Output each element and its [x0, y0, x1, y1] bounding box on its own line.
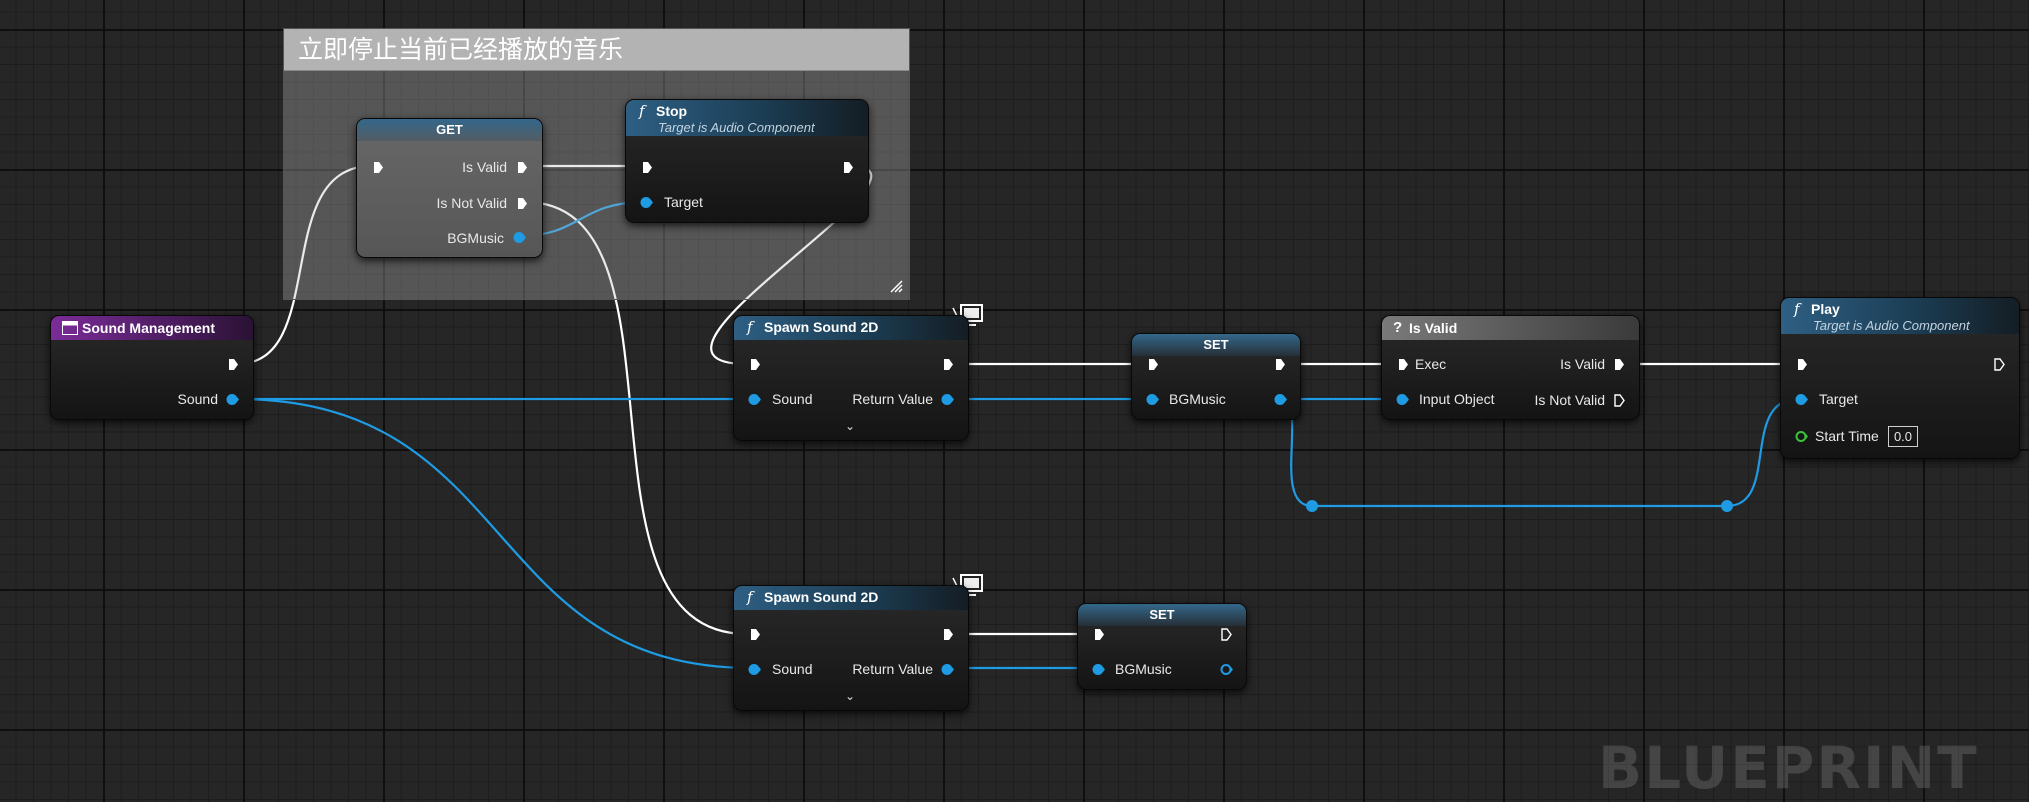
is-valid-node[interactable]: ? Is Valid Exec Is Valid Input Object Is… — [1381, 315, 1640, 420]
return-value-label: Return Value — [852, 661, 933, 677]
sound-management-header: Sound Management — [51, 316, 253, 340]
return-value-output-pin[interactable] — [941, 393, 954, 406]
set1-header: SET — [1132, 334, 1300, 356]
bgmusic-label: BGMusic — [1115, 661, 1172, 677]
sound-management-title: Sound Management — [82, 320, 216, 336]
get-node[interactable]: GET Is Valid Is Not Valid BGMusic — [356, 118, 543, 258]
is-valid-exec-pin[interactable] — [1614, 358, 1625, 371]
variable-icon — [62, 321, 78, 335]
bgmusic-label: BGMusic — [447, 230, 504, 246]
set1-title: SET — [1203, 337, 1229, 352]
exec-input-pin[interactable] — [1797, 358, 1808, 371]
is-not-valid-exec-pin[interactable] — [1614, 394, 1625, 407]
play-node-subtitle: Target is Audio Component — [1813, 318, 1970, 333]
exec-output-pin[interactable] — [943, 358, 954, 371]
is-valid-label: Is Valid — [462, 159, 507, 175]
chevron-down-icon[interactable]: ⌄ — [845, 689, 856, 703]
play-node-header: f Play Target is Audio Component — [1781, 298, 2019, 334]
exec-input-pin[interactable] — [642, 161, 653, 174]
is-not-valid-exec-pin[interactable] — [517, 197, 528, 210]
sound-input-pin[interactable] — [748, 663, 761, 676]
function-icon: f — [747, 588, 753, 606]
sound-input-pin[interactable] — [748, 393, 761, 406]
spawn2-header: f Spawn Sound 2D — [734, 586, 968, 610]
exec-output-pin[interactable] — [1221, 628, 1232, 641]
sound-label: Sound — [177, 391, 218, 407]
reroute-node — [1306, 500, 1318, 512]
stop-node-subtitle: Target is Audio Component — [658, 120, 815, 135]
exec-output-pin[interactable] — [1994, 358, 2005, 371]
exec-output-pin[interactable] — [1275, 358, 1286, 371]
bgmusic-output-pin[interactable] — [1274, 393, 1287, 406]
question-icon: ? — [1393, 319, 1403, 336]
start-time-input-pin[interactable] — [1795, 430, 1808, 443]
start-time-label: Start Time — [1815, 428, 1879, 444]
function-icon: f — [639, 102, 645, 120]
set2-header: SET — [1078, 604, 1246, 626]
exec-wire-soundmgmt-get — [236, 164, 373, 366]
bgmusic-input-pin[interactable] — [1092, 663, 1105, 676]
stop-node-title: Stop — [656, 103, 688, 119]
bgmusic-input-pin[interactable] — [1146, 393, 1159, 406]
exec-label: Exec — [1415, 356, 1447, 372]
input-object-pin[interactable] — [1396, 393, 1409, 406]
resize-grip-icon[interactable] — [889, 279, 903, 293]
exec-output-pin[interactable] — [943, 628, 954, 641]
play-node[interactable]: f Play Target is Audio Component Target … — [1780, 297, 2020, 459]
exec-output-pin[interactable] — [228, 358, 239, 371]
set-node[interactable]: SET BGMusic — [1077, 603, 1247, 690]
bgmusic-output-pin[interactable] — [1220, 663, 1233, 676]
exec-wire-get-spawn2 — [524, 200, 748, 636]
return-value-label: Return Value — [852, 391, 933, 407]
is-valid-title: Is Valid — [1409, 320, 1458, 336]
get-node-title: GET — [436, 122, 463, 137]
spawn1-header: f Spawn Sound 2D — [734, 316, 968, 340]
get-node-header: GET — [357, 119, 542, 141]
exec-wire-stop-spawn1 — [710, 164, 873, 366]
exec-input-pin[interactable] — [1094, 628, 1105, 641]
exec-input-pin[interactable] — [750, 358, 761, 371]
bgmusic-label: BGMusic — [1169, 391, 1226, 407]
target-label: Target — [664, 194, 703, 210]
is-valid-exec-pin[interactable] — [517, 161, 528, 174]
comment-title[interactable]: 立即停止当前已经播放的音乐 — [284, 29, 909, 71]
play-node-title: Play — [1811, 301, 1840, 317]
is-valid-header: ? Is Valid — [1382, 316, 1639, 340]
spawn-sound-2d-node[interactable]: f Spawn Sound 2D Sound Return Value ⌄ — [733, 585, 969, 711]
stop-node-header: f Stop Target is Audio Component — [626, 100, 868, 136]
target-input-pin[interactable] — [640, 196, 653, 209]
sound-output-pin[interactable] — [226, 393, 239, 406]
return-value-output-pin[interactable] — [941, 663, 954, 676]
sound-label: Sound — [772, 661, 813, 677]
chevron-down-icon[interactable]: ⌄ — [845, 419, 856, 433]
spawn-sound-2d-node[interactable]: f Spawn Sound 2D Sound Return Value ⌄ — [733, 315, 969, 441]
spawn2-title: Spawn Sound 2D — [764, 589, 879, 605]
function-icon: f — [747, 318, 753, 336]
target-input-pin[interactable] — [1795, 393, 1808, 406]
is-not-valid-label: Is Not Valid — [1534, 392, 1605, 408]
is-not-valid-label: Is Not Valid — [436, 195, 507, 211]
data-wire-sound-spawn2 — [236, 397, 753, 670]
target-label: Target — [1819, 391, 1858, 407]
reroute-node — [1721, 500, 1733, 512]
exec-output-pin[interactable] — [843, 161, 854, 174]
set2-title: SET — [1149, 607, 1175, 622]
function-icon: f — [1794, 300, 1800, 318]
exec-input-pin[interactable] — [750, 628, 761, 641]
input-object-label: Input Object — [1419, 391, 1495, 407]
set-node[interactable]: SET BGMusic — [1131, 333, 1301, 420]
bgmusic-output-pin[interactable] — [513, 231, 526, 244]
exec-input-pin[interactable] — [1148, 358, 1159, 371]
blueprint-watermark: BLUEPRINT — [1598, 734, 1979, 802]
sound-label: Sound — [772, 391, 813, 407]
sound-management-node[interactable]: Sound Management Sound — [50, 315, 254, 420]
is-valid-output-label: Is Valid — [1560, 356, 1605, 372]
exec-input-pin[interactable] — [1398, 358, 1409, 371]
spawn1-title: Spawn Sound 2D — [764, 319, 879, 335]
wire-layer — [236, 164, 1799, 670]
start-time-input[interactable]: 0.0 — [1888, 426, 1918, 447]
exec-input-pin[interactable] — [373, 161, 384, 174]
stop-node[interactable]: f Stop Target is Audio Component Target — [625, 99, 869, 223]
